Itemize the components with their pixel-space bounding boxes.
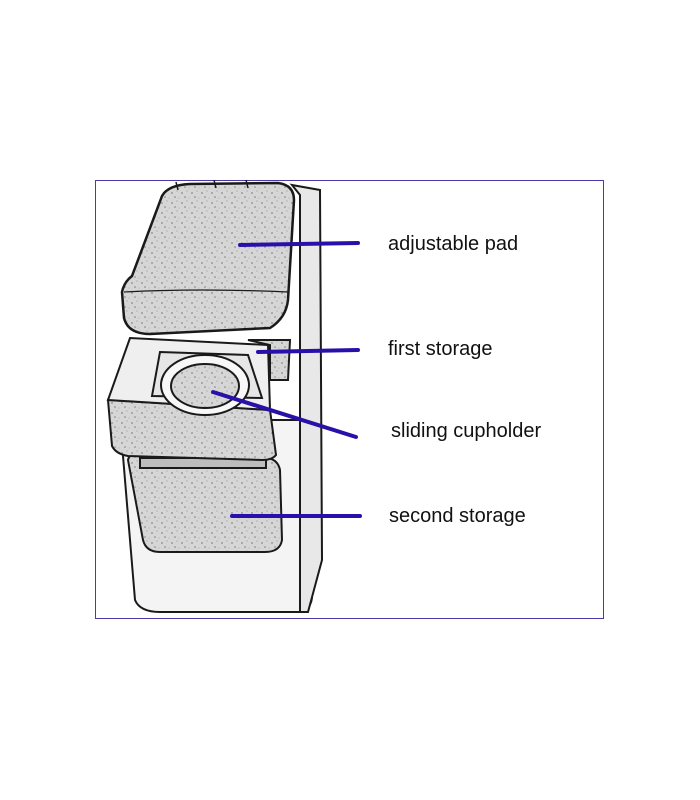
leader-line-adjustable-pad: [238, 241, 360, 247]
label-second-storage: second storage: [389, 505, 526, 527]
label-adjustable-pad: adjustable pad: [388, 233, 519, 255]
label-first-storage: first storage: [388, 338, 493, 360]
leader-lines: [211, 241, 362, 518]
second-storage: [126, 452, 284, 553]
leader-line-first-storage: [256, 348, 360, 354]
label-sliding-cupholder: sliding cupholder: [391, 420, 542, 442]
cupholder-tray: [106, 336, 278, 462]
leader-line-sliding-cupholder: [211, 390, 358, 439]
adjustable-pad: [120, 179, 296, 336]
